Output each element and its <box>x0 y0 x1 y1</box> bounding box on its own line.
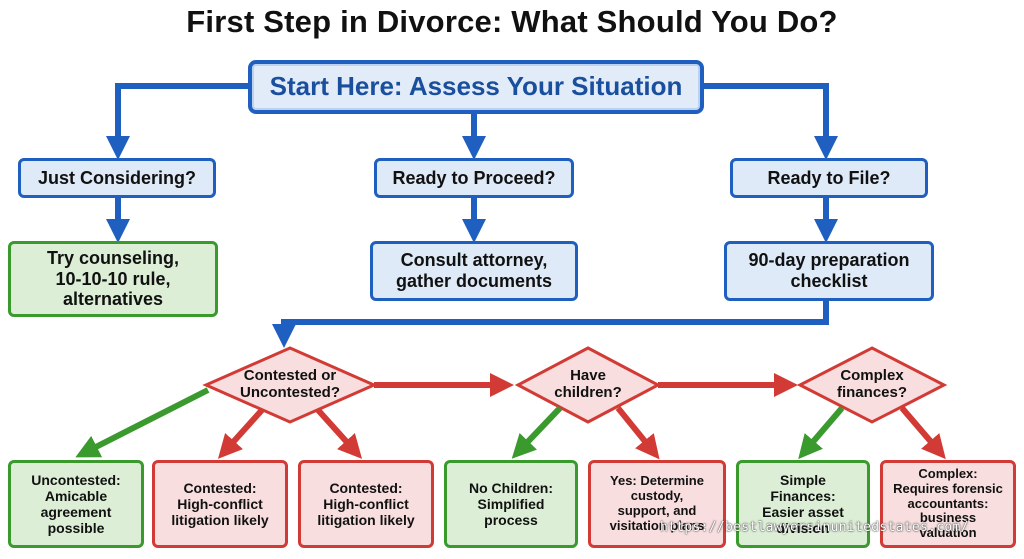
outcome-uncontested: Uncontested: Amicable agreement possible <box>8 460 144 548</box>
decision-contested-label: Contested or Uncontested? <box>239 367 340 402</box>
action-try-counseling: Try counseling, 10-10-10 rule, alternati… <box>8 241 218 317</box>
arrow-checklist-to-contested <box>272 301 829 348</box>
arrow-to-contested-b <box>315 407 363 459</box>
decision-diamond-children <box>514 346 662 424</box>
action-preparation-checklist: 90-day preparation checklist <box>724 241 934 301</box>
arrow-to-contested-a <box>217 407 265 459</box>
arrow-to-complex-finances <box>899 406 946 460</box>
start-box: Start Here: Assess Your Situation <box>248 60 704 114</box>
outcome-no-children: No Children: Simplified process <box>444 460 578 548</box>
arrow-to-simple-finances <box>798 406 845 460</box>
decision-diamond-contested <box>202 346 378 424</box>
outcome-yes-children: Yes: Determine custody, support, and vis… <box>588 460 726 548</box>
outcome-contested-b: Contested: High-conflict litigation like… <box>298 460 434 548</box>
question-ready-to-file: Ready to File? <box>730 158 928 198</box>
outcome-complex-finances: Complex: Requires forensic accountants: … <box>880 460 1016 548</box>
arrow-start-to-file <box>704 83 838 160</box>
action-consult-attorney: Consult attorney, gather documents <box>370 241 578 301</box>
arrow-to-no-children <box>511 405 563 459</box>
page-title: First Step in Divorce: What Should You D… <box>186 4 838 39</box>
arrow-to-uncontested <box>75 387 210 458</box>
watermark-url: https://bestlawyersinunitedstates.com/ <box>660 520 969 535</box>
outcome-contested-a: Contested: High-conflict litigation like… <box>152 460 288 548</box>
question-ready-to-proceed: Ready to Proceed? <box>374 158 574 198</box>
decision-finances-label: Complex finances? <box>836 367 908 402</box>
decision-diamond-finances <box>796 346 948 424</box>
question-just-considering: Just Considering? <box>18 158 216 198</box>
arrow-to-yes-children <box>615 406 660 460</box>
decision-children-label: Have children? <box>554 367 622 402</box>
outcome-simple-finances: Simple Finances: Easier asset division <box>736 460 870 548</box>
arrow-start-to-considering <box>106 83 248 160</box>
